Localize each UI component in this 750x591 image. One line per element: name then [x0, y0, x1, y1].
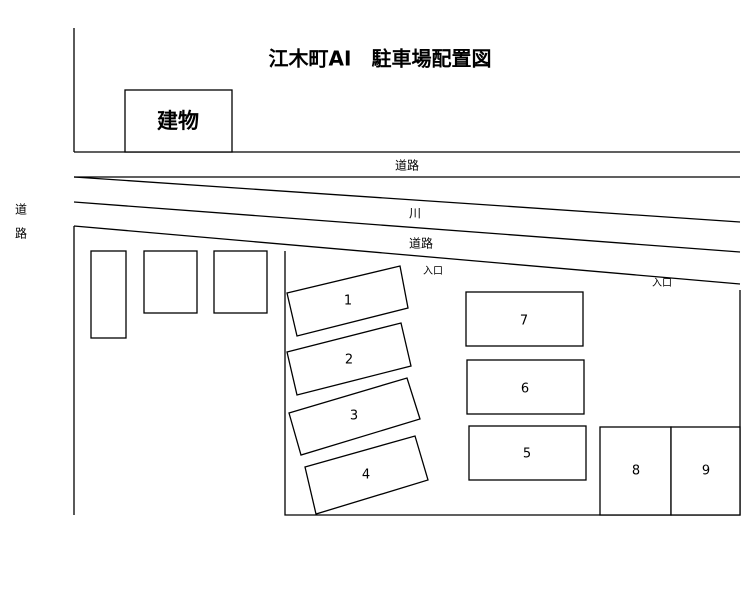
parking-space-label-1: 1	[344, 294, 352, 309]
parking-space-label-3: 3	[350, 409, 358, 424]
structure-left-2	[143, 250, 198, 314]
river-label: 川	[409, 207, 421, 221]
parking-lot-boundary	[284, 251, 741, 516]
structure-left-3	[213, 250, 268, 314]
parking-space-label-7: 7	[520, 314, 528, 329]
entrance-label-2: 入口	[652, 278, 672, 289]
river-bottom-edge	[73, 201, 741, 253]
parking-space-7	[465, 291, 584, 347]
left-road-char-1: 道	[15, 203, 27, 217]
parking-space-1	[286, 265, 409, 337]
structure-left-1	[90, 250, 127, 339]
left-road-char-2: 路	[15, 226, 27, 241]
parking-space-9	[670, 426, 741, 516]
parking-space-label-8: 8	[632, 464, 640, 479]
building	[124, 89, 233, 153]
parking-space-3	[288, 377, 421, 456]
road-label-lower: 道路	[409, 236, 433, 251]
parking-space-6	[466, 359, 585, 415]
parking-space-label-2: 2	[345, 353, 353, 368]
parking-space-5	[468, 425, 587, 481]
parking-space-label-9: 9	[702, 464, 710, 479]
parking-space-label-6: 6	[521, 382, 529, 397]
parking-space-4	[304, 435, 429, 515]
road-label-top: 道路	[395, 158, 419, 173]
entrance-label-1: 入口	[423, 266, 443, 277]
page-title: 江木町AI 駐車場配置図	[269, 47, 492, 71]
lower-road-edge	[73, 225, 741, 285]
parking-space-label-4: 4	[362, 468, 370, 483]
river-top-edge	[73, 176, 741, 223]
building-label: 建物	[157, 109, 199, 133]
parking-space-2	[286, 322, 412, 396]
parking-space-label-5: 5	[523, 447, 531, 462]
